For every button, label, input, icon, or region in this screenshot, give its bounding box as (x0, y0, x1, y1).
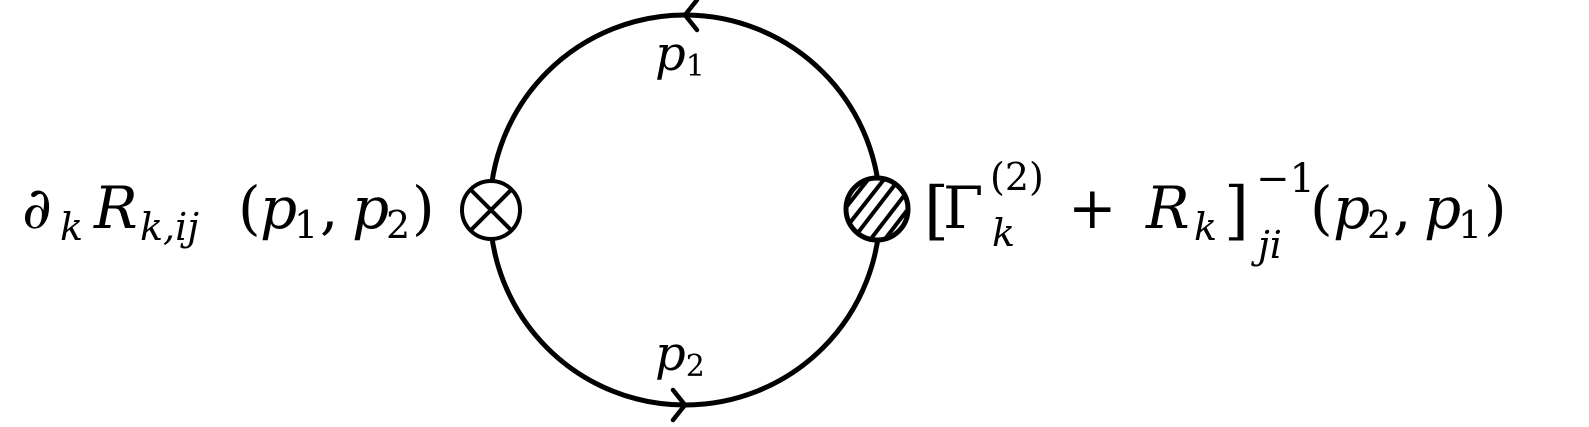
momentum-label-top: p1 (655, 26, 705, 84)
svg-text:2: 2 (386, 203, 410, 247)
svg-text:(: ( (238, 174, 261, 242)
svg-text:Γ: Γ (943, 174, 983, 242)
regulator-derivative-label: ∂ k R k,ij ( p 1 , p 2 ) (22, 174, 435, 249)
svg-text:(2): (2) (990, 155, 1044, 199)
svg-text:p: p (1424, 174, 1461, 242)
svg-text:k: k (992, 211, 1015, 255)
svg-text:1: 1 (294, 203, 318, 247)
svg-text:]: ] (1224, 174, 1249, 248)
svg-text:(: ( (1310, 174, 1333, 242)
svg-text:p: p (260, 174, 297, 242)
svg-text:1: 1 (1458, 203, 1482, 247)
circled-cross-icon (460, 179, 522, 241)
svg-text:k,ij: k,ij (140, 205, 199, 249)
svg-text:[: [ (924, 174, 949, 248)
svg-text:R: R (1145, 174, 1190, 242)
svg-text:,: , (1393, 174, 1411, 242)
svg-text:k: k (60, 205, 83, 249)
momentum-label-bottom: p2 (655, 326, 705, 384)
svg-text:ji: ji (1251, 223, 1282, 267)
hatched-circle-icon (843, 175, 911, 243)
svg-text:p: p (1333, 174, 1370, 242)
arrow-left-icon (682, 0, 700, 33)
svg-text:): ) (412, 174, 435, 242)
svg-text:2: 2 (1367, 203, 1391, 247)
svg-text:+: + (1068, 174, 1117, 242)
svg-text:k: k (1194, 205, 1217, 249)
full-propagator-label: [ Γ (2) k + R k ] −1 ji ( p 2 , p 1 ) (924, 155, 1507, 267)
svg-text:∂: ∂ (22, 174, 52, 242)
svg-text:): ) (1484, 174, 1507, 242)
svg-text:p: p (352, 174, 389, 242)
svg-text:−1: −1 (1256, 156, 1315, 202)
svg-text:,: , (320, 174, 338, 242)
svg-text:R: R (93, 174, 138, 242)
arrow-right-icon (670, 387, 688, 423)
